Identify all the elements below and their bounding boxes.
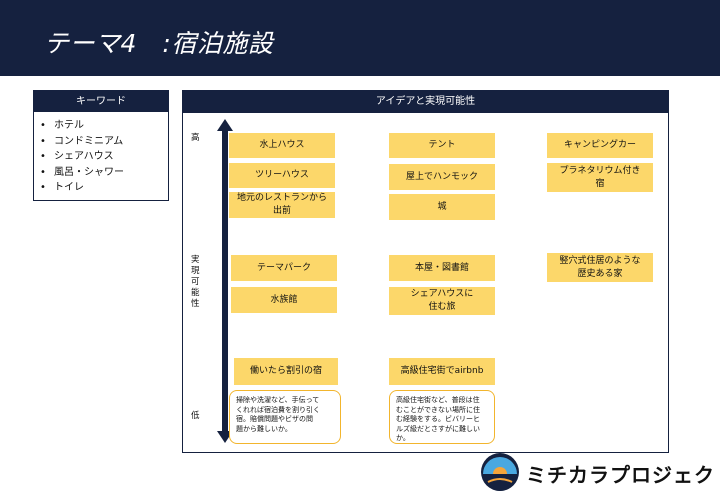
axis-label-feasibility: 実 現 可 能 性: [191, 255, 200, 309]
axis-label-low: 低: [191, 411, 200, 421]
page-title: テーマ4 :宿泊施設: [44, 29, 274, 58]
idea-card-restaurant-delivery: 地元のレストランから 出前: [229, 192, 335, 218]
ideas-panel-title: アイデアと実現可能性: [183, 91, 668, 113]
sunrise-circle-icon: [481, 453, 519, 491]
axis-label-high: 高: [191, 133, 200, 143]
keyword-panel-title: キーワード: [34, 91, 168, 112]
idea-card-castle: 城: [389, 194, 495, 220]
idea-card-theme-park: テーマパーク: [231, 255, 337, 281]
idea-card-water-house: 水上ハウス: [229, 133, 335, 158]
keyword-item: ホテル: [38, 118, 168, 134]
idea-card-bookstore-library: 本屋・図書館: [389, 255, 495, 281]
idea-card-tent: テント: [389, 133, 495, 158]
idea-card-camping-car: キャンピングカー: [547, 133, 653, 158]
ideas-panel: アイデアと実現可能性 高 実 現 可 能 性 低 水上ハウス ツリーハウス 地元…: [182, 90, 669, 453]
idea-note-luxury-airbnb: 高級住宅街など、普段は住 むことができない場所に住 む経験をする。ビバリーヒ ル…: [389, 390, 495, 444]
idea-card-pit-dwelling: 竪穴式住居のような 歴史ある家: [547, 253, 653, 282]
keyword-list: ホテル コンドミニアム シェアハウス 風呂・シャワー トイレ: [34, 112, 168, 196]
idea-note-work-discount: 掃除や洗濯など、手伝って くれれば宿泊費を割り引く 宿。賠償問題やビザの問 題か…: [229, 390, 341, 444]
idea-card-sharehouse-trip: シェアハウスに 住む旅: [389, 287, 495, 315]
idea-card-work-discount-inn: 働いたら割引の宿: [234, 358, 338, 385]
idea-card-rooftop-hammock: 屋上でハンモック: [389, 164, 495, 190]
idea-card-tree-house: ツリーハウス: [229, 163, 335, 188]
logo-text: ミチカラプロジェクト: [526, 463, 720, 487]
idea-card-aquarium: 水族館: [231, 287, 337, 313]
keyword-item: コンドミニアム: [38, 134, 168, 150]
header-bar: テーマ4 :宿泊施設: [0, 0, 720, 76]
keyword-item: 風呂・シャワー: [38, 165, 168, 181]
idea-card-luxury-airbnb: 高級住宅街でairbnb: [389, 358, 495, 385]
keyword-item: トイレ: [38, 180, 168, 196]
michikara-logo: ミチカラプロジェクト: [480, 452, 720, 492]
keyword-panel: キーワード ホテル コンドミニアム シェアハウス 風呂・シャワー トイレ: [33, 90, 169, 201]
idea-card-planetarium-inn: プラネタリウム付き 宿: [547, 163, 653, 192]
keyword-item: シェアハウス: [38, 149, 168, 165]
feasibility-axis: 高 実 現 可 能 性 低: [191, 119, 233, 444]
